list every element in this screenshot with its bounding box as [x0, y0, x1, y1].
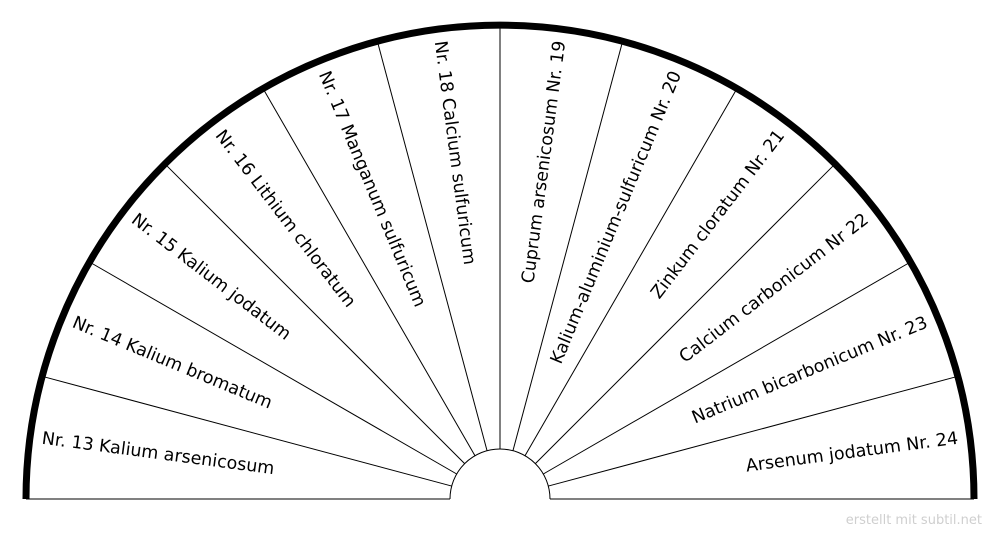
segment-label: Zinkum cloratum Nr. 21	[647, 126, 789, 302]
segment-label: Nr. 13 Kalium arsenicosum	[41, 429, 276, 479]
outer-arc	[22, 21, 978, 500]
segment-divider	[376, 41, 488, 451]
segment-divider	[42, 375, 452, 487]
segment-divider	[262, 88, 476, 456]
segment-dividers	[42, 25, 958, 487]
segment-divider	[164, 163, 465, 464]
inner-arc	[449, 448, 551, 500]
segment-divider	[543, 261, 911, 475]
segment-label: Kalium-aluminium-sulfuricum Nr. 20	[547, 68, 686, 367]
segment-label: Nr. 18 Calcium sulfuricum	[430, 40, 479, 266]
segment-divider	[89, 261, 457, 475]
segment-divider	[512, 41, 624, 451]
segment-label: Cuprum arsenicosum Nr. 19	[519, 40, 571, 285]
segment-divider	[535, 163, 836, 464]
segment-label: Arsenum jodatum Nr. 24	[745, 429, 960, 477]
segment-label: Nr. 14 Kalium bromatum	[69, 313, 275, 414]
segment-label: Nr. 15 Kalium jodatum	[127, 210, 294, 345]
segment-divider	[548, 375, 958, 487]
credit-text: erstellt mit subtil.net	[845, 513, 982, 528]
segment-divider	[524, 88, 738, 456]
